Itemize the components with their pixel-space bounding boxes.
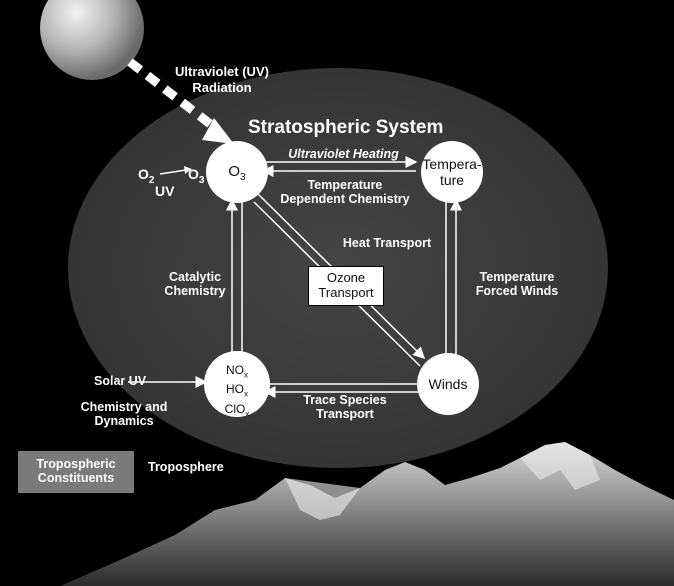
nox-winds-link <box>263 383 418 398</box>
solar-uv-label: Solar UV <box>94 374 147 388</box>
mountain-snow <box>520 442 600 490</box>
ozone-node <box>206 141 268 203</box>
ozone-nox-link <box>226 198 243 358</box>
reaction-reactant: O2 <box>138 166 155 186</box>
tropospheric-constituents-box: Tropospheric Constituents <box>18 451 134 493</box>
ozone-temperature-link <box>261 156 418 177</box>
winds-node-label: Winds <box>428 376 468 392</box>
winds-node <box>417 353 479 415</box>
temperature-node-label: Tempera- ture <box>422 156 482 188</box>
uv-radiation-arrowhead <box>202 118 234 144</box>
mountain-range <box>60 442 674 586</box>
forced-winds-label: Temperature Forced Winds <box>475 270 559 298</box>
ozone-node-label: O3 <box>228 163 246 184</box>
catalytic-chemistry-label: Catalytic Chemistry <box>164 270 226 298</box>
uv-heating-label: Ultraviolet Heating <box>288 147 399 161</box>
sun-icon <box>40 0 144 80</box>
uv-radiation-arrow <box>127 58 221 134</box>
nox-node <box>204 351 270 417</box>
nox-node-label: NOx HOx ClOx <box>224 363 250 419</box>
ozone-transport-box: Ozone Transport <box>308 266 384 306</box>
temperature-node <box>421 141 483 203</box>
temperature-chemistry-label: Temperature Dependent Chemistry <box>280 178 410 206</box>
troposphere-label: Troposphere <box>148 460 224 474</box>
mountain-snow <box>285 478 360 520</box>
uv-radiation-label: Ultraviolet (UV) Radiation <box>175 64 269 95</box>
reaction-product: O3 <box>188 166 205 186</box>
reaction-arrow <box>159 166 192 175</box>
trace-species-label: Trace Species Transport <box>303 393 387 421</box>
temperature-winds-link <box>445 198 462 354</box>
reaction-catalyst: UV <box>155 183 175 199</box>
chemistry-dynamics-label: Chemistry and Dynamics <box>80 400 168 428</box>
heat-transport-label: Heat Transport <box>342 236 432 250</box>
system-title: Stratospheric System <box>248 117 444 138</box>
